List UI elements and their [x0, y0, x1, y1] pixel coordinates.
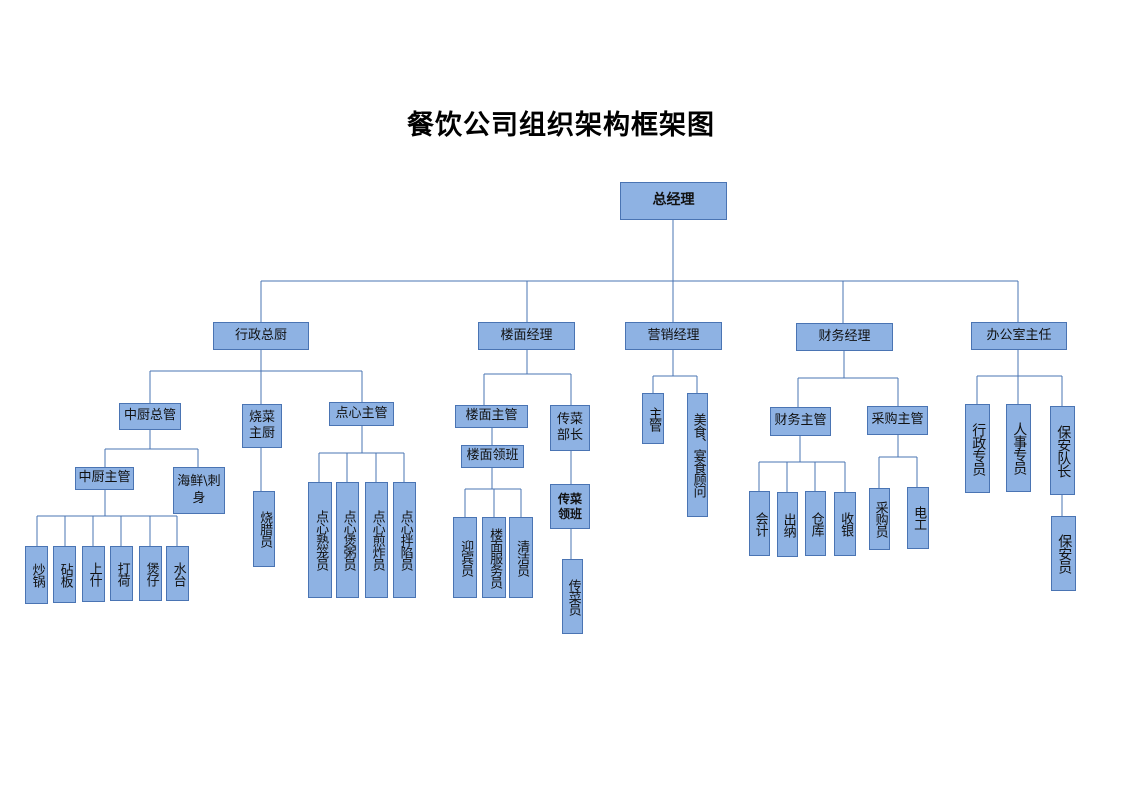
node-admin-clerk: 行政专员	[965, 404, 990, 493]
node-dimsum-steamer: 点心熟笼员	[308, 482, 332, 598]
node-floor-server: 楼面服务员	[482, 517, 506, 598]
node-banquet-advisor: 美食、宴食顾问	[687, 393, 708, 517]
node-plating: 上什	[82, 546, 105, 602]
connector	[758, 436, 846, 492]
node-finance-manager: 财务经理	[796, 323, 893, 351]
node-chinese-kitchen-head: 中厨总管	[119, 403, 181, 430]
node-floor-supervisor: 楼面主管	[455, 405, 528, 428]
node-cashier-out: 出纳	[777, 492, 798, 557]
node-claypot: 煲仔	[139, 546, 162, 601]
node-dimsum-filling: 点心拌陷员	[393, 482, 416, 598]
node-runner-lead: 传菜领班	[550, 484, 590, 529]
node-accountant: 会计	[749, 491, 770, 556]
node-dimsum-congee: 点心煲粥员	[336, 482, 359, 598]
connector	[878, 435, 918, 488]
node-greeter: 迎宾员	[453, 517, 477, 598]
node-dimsum-fryer: 点心煎炸员	[365, 482, 388, 598]
node-seafood-sashimi: 海鲜\刺身	[173, 467, 225, 514]
node-chopping-board: 砧板	[53, 546, 76, 603]
connector	[797, 351, 899, 407]
node-sales-supervisor: 主管	[642, 393, 664, 444]
node-chinese-kitchen-supervisor: 中厨主管	[75, 467, 134, 490]
node-general-manager: 总经理	[620, 182, 727, 220]
node-cashier: 收银	[834, 492, 856, 556]
connector	[318, 426, 405, 482]
node-water-station: 水台	[166, 546, 189, 601]
node-admin-chef: 行政总厨	[213, 322, 309, 350]
connector	[104, 430, 199, 467]
connector	[464, 428, 522, 517]
node-floor-manager: 楼面经理	[478, 322, 575, 350]
node-security-guard: 保安员	[1051, 516, 1076, 591]
node-packing: 打荷	[110, 546, 133, 601]
connector	[483, 350, 572, 405]
node-dimsum-supervisor: 点心主管	[329, 402, 394, 426]
node-sales-manager: 营销经理	[625, 322, 722, 350]
node-roast-chef: 烧菜主厨	[242, 404, 282, 448]
node-warehouse: 仓库	[805, 491, 826, 556]
node-runner-captain: 传菜部长	[550, 405, 590, 451]
node-finance-supervisor: 财务主管	[770, 407, 831, 436]
node-cleaner: 清洁员	[509, 517, 533, 598]
connector	[976, 350, 1063, 406]
node-purchasing-supervisor: 采购主管	[867, 406, 928, 435]
node-electrician: 电工	[907, 487, 929, 549]
node-stir-fry: 炒锅	[25, 546, 48, 604]
node-runner: 传菜员	[562, 559, 583, 634]
connector	[260, 220, 1019, 323]
connector	[36, 490, 178, 546]
node-security-captain: 保安队长	[1050, 406, 1075, 495]
connector	[652, 350, 698, 393]
connector	[149, 350, 363, 404]
node-roast-cook: 烧腊员	[253, 491, 275, 567]
node-office-director: 办公室主任	[971, 322, 1067, 350]
node-hr-clerk: 人事专员	[1006, 404, 1031, 492]
chart-title: 餐饮公司组织架构框架图	[407, 110, 715, 141]
node-floor-lead: 楼面领班	[461, 445, 524, 468]
node-purchaser: 采购员	[869, 488, 890, 550]
